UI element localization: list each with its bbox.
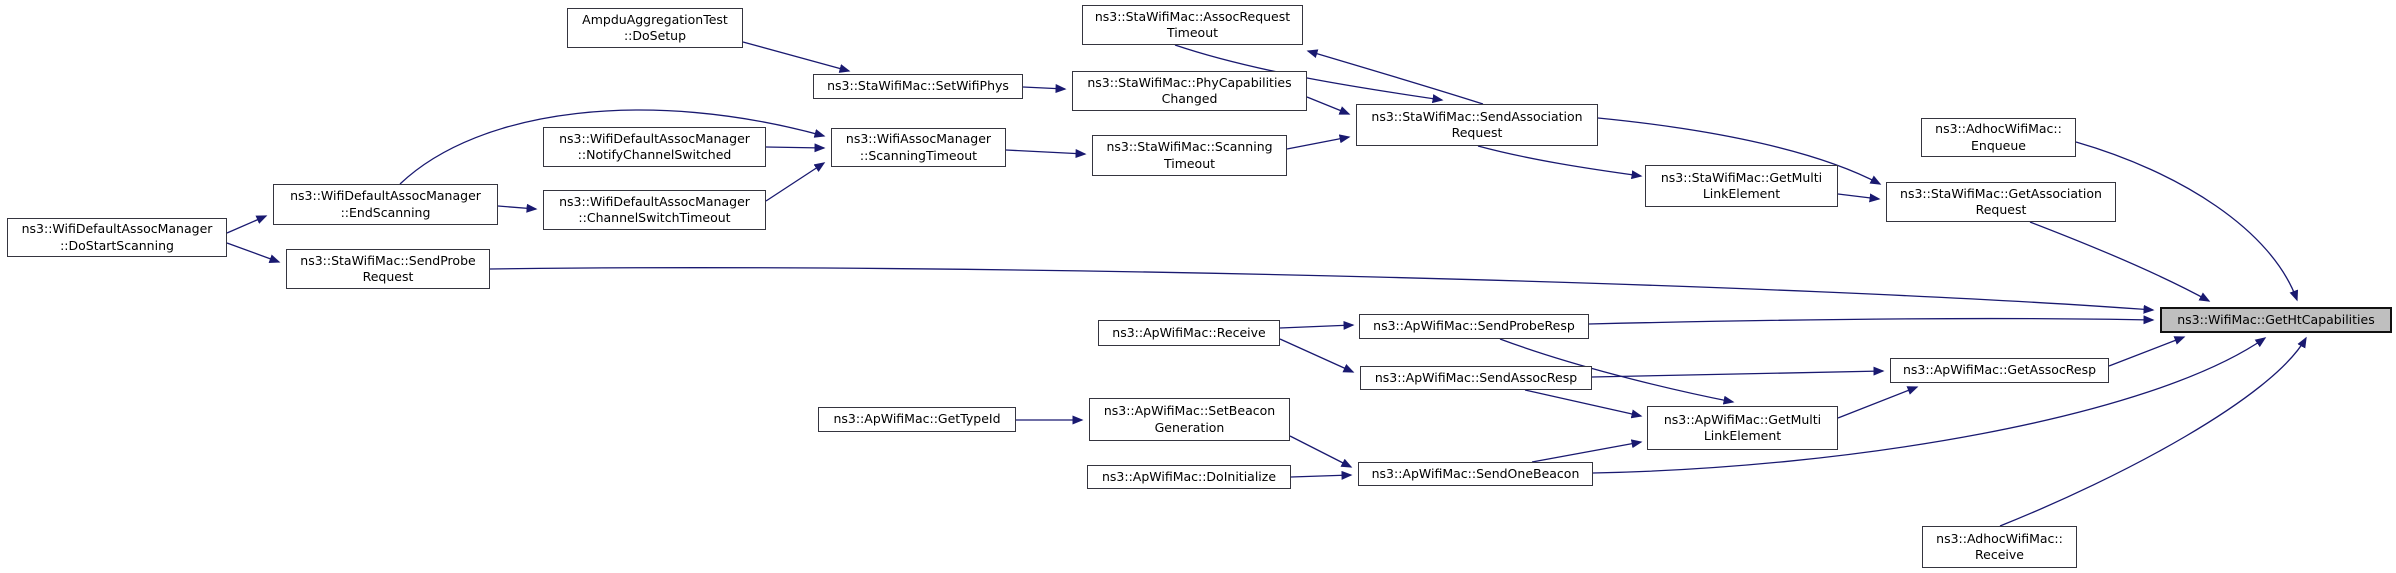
node-ap-sendonebeacon[interactable]: ns3::ApWifiMac::SendOneBeacon xyxy=(1358,462,1593,486)
edge-sendonebeacon-apgetmulti xyxy=(1531,439,1643,463)
node-sta-setwifiphys[interactable]: ns3::StaWifiMac::SetWifiPhys xyxy=(813,74,1023,99)
edge-notifych-wamscanto xyxy=(765,143,826,153)
edge-stascanto-sendassoc xyxy=(1286,134,1351,150)
node-sta-assocreq-timeout[interactable]: ns3::StaWifiMac::AssocRequest Timeout xyxy=(1082,5,1303,45)
edge-assocreqto-sendassoc xyxy=(1174,44,1444,104)
edge-adhocreceive-gethtcap xyxy=(1999,336,2307,527)
edge-sendassoc-assocreqto xyxy=(1306,49,1484,105)
node-ap-gettypeid[interactable]: ns3::ApWifiMac::GetTypeId xyxy=(818,407,1016,432)
node-sta-phycap-changed[interactable]: ns3::StaWifiMac::PhyCapabilities Changed xyxy=(1072,71,1307,111)
node-ampdu-dosetup[interactable]: AmpduAggregationTest ::DoSetup xyxy=(567,8,743,48)
node-ap-getmultilink[interactable]: ns3::ApWifiMac::GetMulti LinkElement xyxy=(1647,406,1838,450)
edge-sendonebeacon-gethtcap xyxy=(1592,337,2267,474)
edge-enqueue-gethtcap xyxy=(2075,141,2299,302)
edge-sendproberesp-apgetmulti xyxy=(1499,338,1735,405)
node-ap-sendassocresp[interactable]: ns3::ApWifiMac::SendAssocResp xyxy=(1360,366,1592,390)
edge-wamscanto-stascanto xyxy=(1005,149,1087,159)
node-sta-scanningtimeout[interactable]: ns3::StaWifiMac::Scanning Timeout xyxy=(1092,135,1287,176)
edge-sendassoc-stagetmulti xyxy=(1477,145,1643,180)
edge-apgetmulti-apgetassocresp xyxy=(1837,386,1919,419)
edge-phycap-sendassoc xyxy=(1306,96,1351,115)
edge-sendprobe-gethtcap xyxy=(489,267,2155,314)
edge-dostart-sendprobe xyxy=(226,242,281,263)
edge-apgetassocresp-gethtcap xyxy=(2108,336,2186,367)
edge-endscan-chswtimeout xyxy=(497,203,538,213)
node-sta-getmultilink[interactable]: ns3::StaWifiMac::GetMulti LinkElement xyxy=(1645,165,1838,207)
node-wdam-dostartscanning[interactable]: ns3::WifiDefaultAssocManager ::DoStartSc… xyxy=(7,218,227,257)
edge-stagetmulti-getassocreq xyxy=(1837,193,1881,203)
node-sta-getassocreq[interactable]: ns3::StaWifiMac::GetAssociation Request xyxy=(1886,182,2116,222)
node-wdam-endscanning[interactable]: ns3::WifiDefaultAssocManager ::EndScanni… xyxy=(273,184,498,225)
edge-setbeacon-sendonebeacon xyxy=(1289,435,1353,468)
edge-apreceive-sendproberesp xyxy=(1279,320,1355,330)
edge-getassocreq-gethtcap xyxy=(2029,221,2211,302)
node-ap-doinitialize[interactable]: ns3::ApWifiMac::DoInitialize xyxy=(1087,465,1291,489)
edge-dostart-endscan xyxy=(226,215,268,234)
node-ap-setbeacongen[interactable]: ns3::ApWifiMac::SetBeacon Generation xyxy=(1089,398,1290,441)
node-adhoc-enqueue[interactable]: ns3::AdhocWifiMac:: Enqueue xyxy=(1921,118,2076,157)
edge-chswto-wamscanto xyxy=(765,162,826,202)
edge-sendassocresp-apgetassocresp xyxy=(1591,366,1885,378)
edge-sendassocresp-apgetmulti xyxy=(1524,389,1643,419)
node-sta-sendprobereq[interactable]: ns3::StaWifiMac::SendProbe Request xyxy=(286,249,490,289)
edge-sendproberesp-gethtcap xyxy=(1588,315,2155,325)
edge-apreceive-sendassocresp xyxy=(1279,338,1355,373)
edge-sendassoc-getassocreq xyxy=(1597,117,1882,185)
node-adhoc-receive[interactable]: ns3::AdhocWifiMac:: Receive xyxy=(1922,526,2077,568)
edge-doinit-sendonebeacon xyxy=(1290,470,1353,480)
edge-endscan-wamscanto xyxy=(399,109,826,185)
node-wdam-notifychsw[interactable]: ns3::WifiDefaultAssocManager ::NotifyCha… xyxy=(543,127,766,167)
node-wam-scanningtimeout[interactable]: ns3::WifiAssocManager ::ScanningTimeout xyxy=(831,128,1006,167)
node-wifimac-gethtcapabilities: ns3::WifiMac::GetHtCapabilities xyxy=(2160,307,2392,333)
edge-ampdu-setwifiphys xyxy=(742,41,851,73)
edge-setwifiphys-phycap xyxy=(1022,84,1067,94)
node-wdam-chswtimeout[interactable]: ns3::WifiDefaultAssocManager ::ChannelSw… xyxy=(543,190,766,230)
node-sta-sendassocreq[interactable]: ns3::StaWifiMac::SendAssociation Request xyxy=(1356,104,1598,146)
node-ap-sendproberesp[interactable]: ns3::ApWifiMac::SendProbeResp xyxy=(1359,314,1589,339)
node-ap-getassocresp[interactable]: ns3::ApWifiMac::GetAssocResp xyxy=(1890,358,2109,383)
node-ap-receive[interactable]: ns3::ApWifiMac::Receive xyxy=(1098,320,1280,346)
